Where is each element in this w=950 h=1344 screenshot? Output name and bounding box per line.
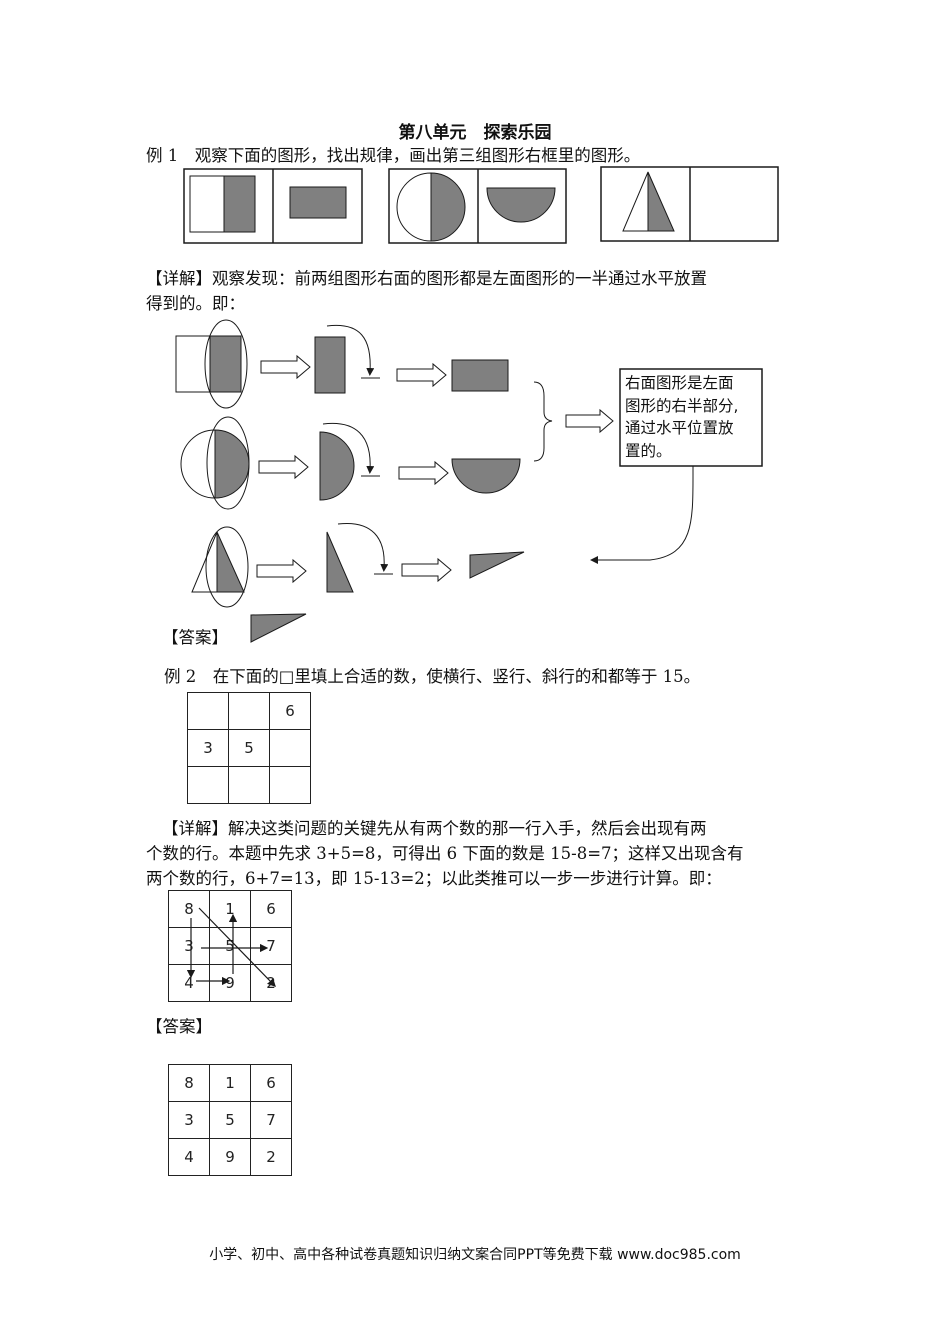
example2-detail-line3: 两个数的行，6+7=13，即 15-13=2；以此类推可以一步一步进行计算。即： — [146, 869, 722, 888]
grid-cell: 2 — [250, 1138, 292, 1176]
answer-triangle — [250, 613, 307, 643]
example2-question: 例 2 在下面的□里填上合适的数，使横行、竖行、斜行的和都等于 15。 — [164, 667, 701, 686]
hollow-arrow-icon — [396, 362, 447, 388]
grid-cell: 6 — [250, 1064, 292, 1102]
grid-cell: 3 — [168, 1101, 210, 1139]
hollow-arrow-icon — [258, 454, 309, 480]
explain-row-circle — [180, 416, 521, 510]
answer-grid: 8 1 6 3 5 7 4 9 2 — [168, 1064, 292, 1176]
page-title: 第八单元 探索乐园 — [398, 123, 552, 143]
grid-cell: 5 — [209, 927, 251, 965]
hollow-arrow-icon — [256, 558, 307, 584]
callout-box — [619, 368, 763, 467]
grid-cell: 6 — [269, 692, 311, 730]
example1-detail-line1: 【详解】观察发现：前两组图形右面的图形都是左面图形的一半通过水平放置 — [146, 269, 707, 288]
callout-line: 右面图形是左面 — [625, 374, 734, 392]
callout-line: 图形的右半部分, — [625, 396, 739, 415]
grid-cell: 9 — [209, 1138, 251, 1176]
grid-cell: 5 — [209, 1101, 251, 1139]
example1-detail-line2: 得到的。即： — [146, 294, 245, 313]
hollow-arrow-icon — [401, 557, 452, 583]
callout-line: 通过水平位置放 — [625, 419, 734, 437]
grid-cell: 7 — [250, 927, 292, 965]
grid-cell: 3 — [168, 927, 210, 965]
hollow-arrow-icon — [260, 354, 311, 380]
explain-row-rectangle — [175, 319, 509, 409]
example2-detail-line2: 个数的行。本题中先求 3+5=8，可得出 6 下面的数是 15-8=7；这样又出… — [146, 844, 744, 863]
explain-row-triangle — [191, 522, 525, 608]
example2-answer-label: 【答案】 — [146, 1017, 212, 1036]
puzzle-grid: 6 3 5 — [187, 692, 311, 804]
grid-cell[interactable] — [269, 729, 311, 767]
figure-group-triangle — [600, 166, 779, 242]
arrow-icon — [198, 907, 276, 988]
callout-line: 置的。 — [625, 441, 672, 460]
grid-cell: 8 — [168, 890, 210, 928]
callout-text: 右面图形是左面 图形的右半部分, 通过水平位置放 置的。 — [625, 372, 738, 462]
grid-cell[interactable] — [269, 766, 311, 804]
figure-group-circle — [388, 168, 567, 244]
grid-cell: 8 — [168, 1064, 210, 1102]
example2-detail-line1: 【详解】解决这类问题的关键先从有两个数的那一行入手，然后会出现有两 — [162, 819, 707, 838]
hollow-arrow-icon — [565, 408, 614, 434]
grid-cell: 7 — [250, 1101, 292, 1139]
example1-question: 例 1 观察下面的图形，找出规律，画出第三组图形右框里的图形。 — [146, 146, 641, 165]
grid-cell: 6 — [250, 890, 292, 928]
grid-cell[interactable] — [228, 766, 270, 804]
solution-grid: 8 1 6 3 5 7 4 9 2 — [168, 890, 292, 1002]
brace-icon — [533, 381, 553, 462]
grid-cell: 4 — [168, 1138, 210, 1176]
example1-answer-label: 【答案】 — [162, 628, 228, 647]
grid-cell: 1 — [209, 1064, 251, 1102]
figure-group-rectangle — [183, 168, 363, 244]
footer-text: 小学、初中、高中各种试卷真题知识归纳文案合同PPT等免费下载 www.doc98… — [209, 1247, 741, 1263]
hollow-arrow-icon — [398, 460, 449, 486]
